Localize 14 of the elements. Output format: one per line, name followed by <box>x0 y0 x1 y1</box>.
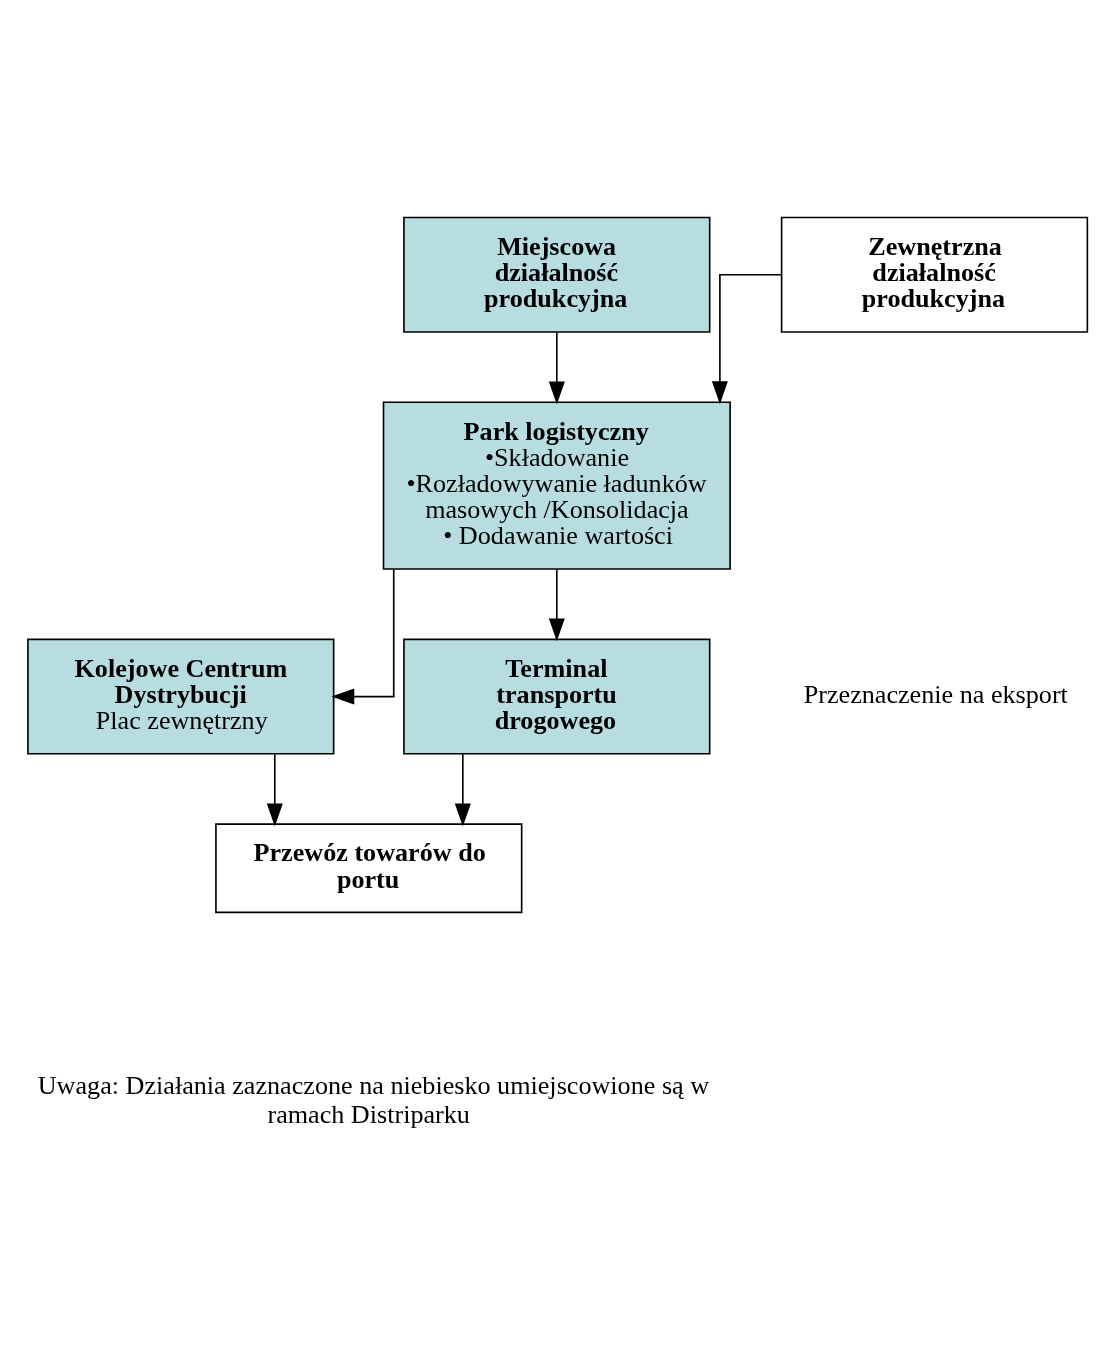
node-box: Zewnętrzna działalność produkcyjna <box>780 216 1089 333</box>
node-box: Przewóz towarów do portu <box>215 822 523 913</box>
label: Uwaga: Działania zaznaczone na niebiesko umiejscowione są w ramach Distriparku <box>37 1070 710 1129</box>
node-box: Miejscowa działalność produkcyjna <box>403 216 711 333</box>
arrow <box>548 568 565 641</box>
arrow <box>331 568 395 705</box>
arrow <box>266 752 283 827</box>
arrow <box>454 752 471 827</box>
node-box: Kolejowe Centrum Dystrybucji Plac zewnętrzny <box>27 638 335 755</box>
node-box: Park logistyczny •Składowanie •Rozładowywanie ładunków masowych /Konsolidacja • Dodawanie wartości <box>382 400 731 570</box>
arrow <box>711 273 783 404</box>
arrow <box>548 331 565 404</box>
label: Przeznaczenie na eksport <box>803 679 1068 709</box>
node-box: Terminal transportu drogowego <box>403 638 711 755</box>
